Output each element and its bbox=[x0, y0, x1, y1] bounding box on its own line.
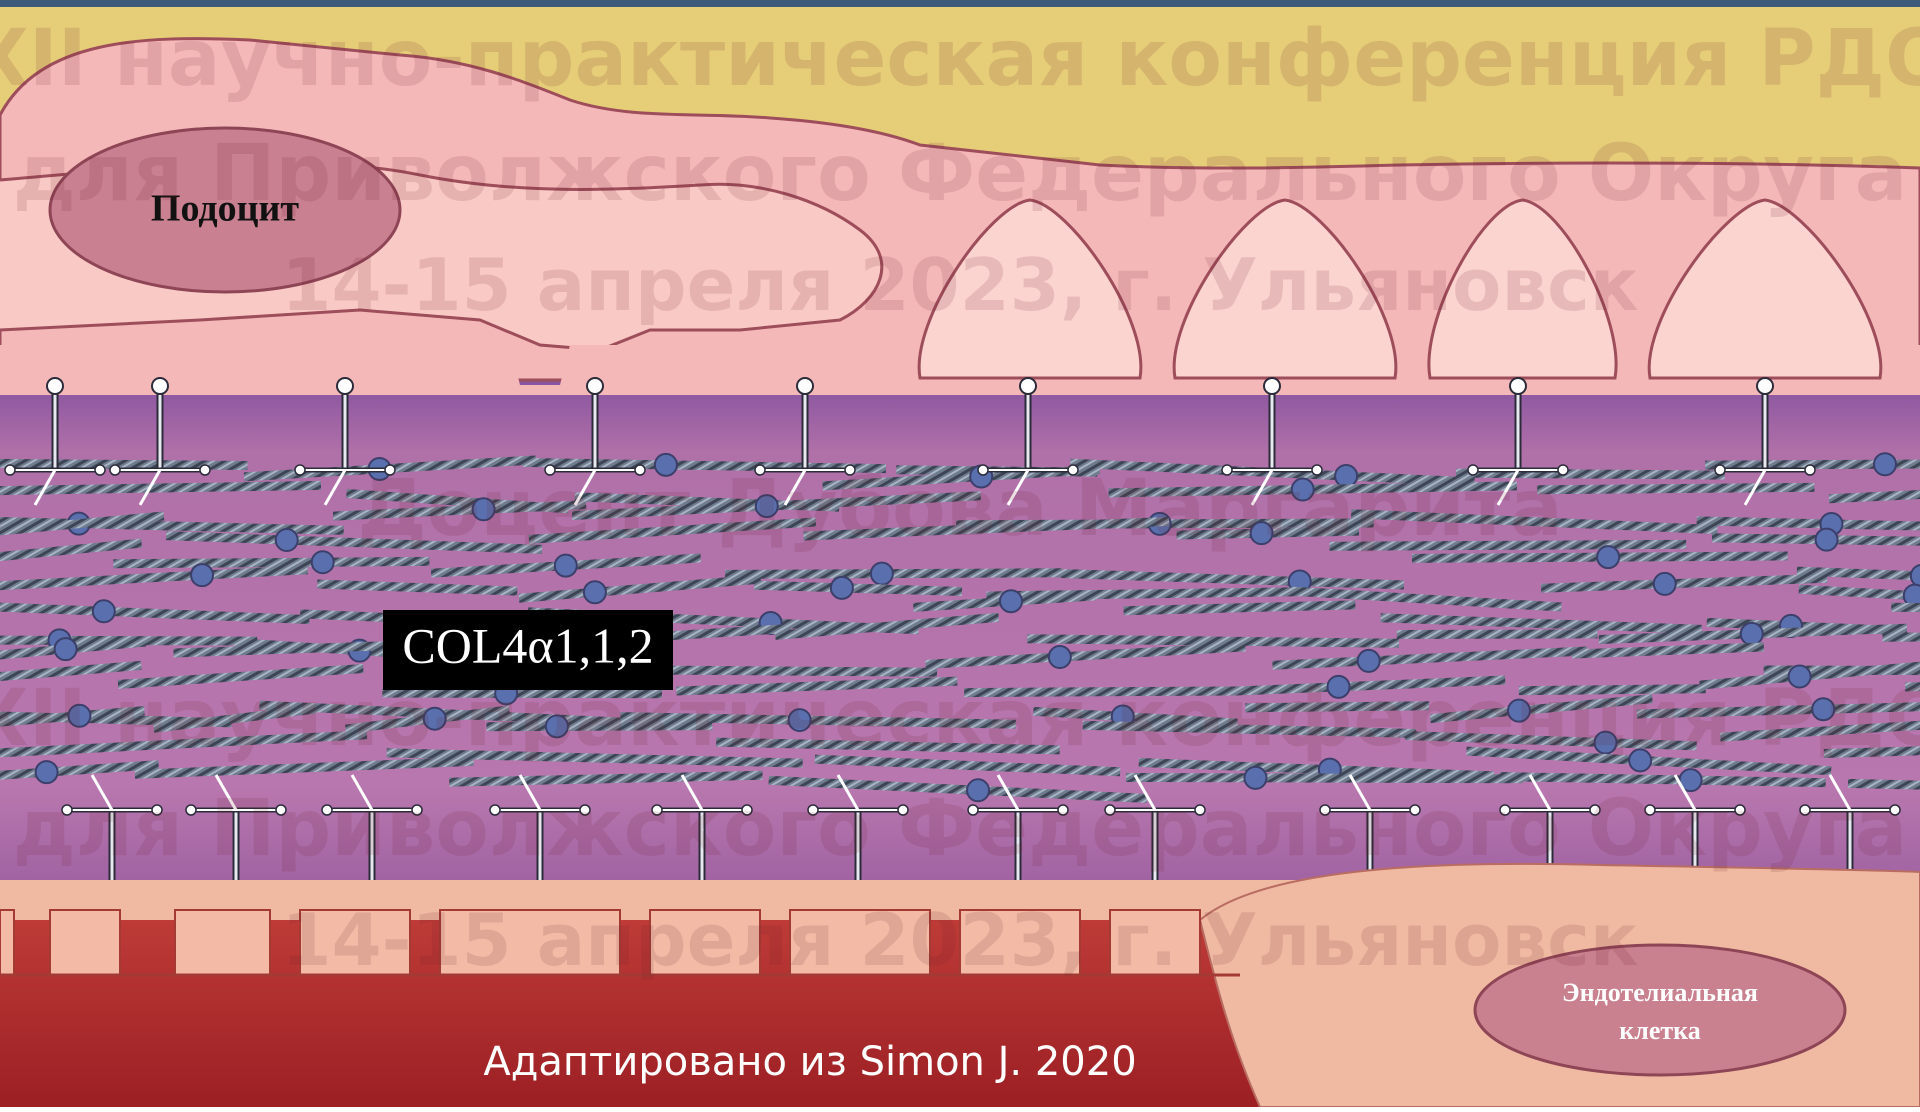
integrin-head bbox=[1510, 378, 1526, 394]
collagen-node bbox=[1654, 573, 1676, 595]
watermark-line7: 14-15 апреля 2023, г. Ульяновск bbox=[281, 898, 1638, 982]
collagen-node bbox=[1741, 623, 1763, 645]
collagen-node bbox=[191, 564, 213, 586]
collagen-fibre bbox=[1537, 487, 1814, 489]
integrin-head bbox=[587, 378, 603, 394]
collagen-node bbox=[1000, 590, 1022, 612]
collagen-node bbox=[831, 577, 853, 599]
integrin-bead bbox=[200, 465, 210, 475]
endothelial-label-line2: клетка bbox=[1619, 1016, 1700, 1045]
collagen-node bbox=[276, 529, 298, 551]
integrin-head bbox=[152, 378, 168, 394]
endothelial-segment bbox=[0, 910, 14, 975]
endothelial-segment bbox=[175, 910, 270, 975]
source-caption: Адаптировано из Simon J. 2020 bbox=[483, 1039, 1136, 1085]
collagen-fibre bbox=[1500, 776, 1826, 782]
collagen-node bbox=[1597, 546, 1619, 568]
endothelial-label-line1: Эндотелиальная bbox=[1562, 978, 1758, 1007]
integrin-head bbox=[337, 378, 353, 394]
collagen-fibre bbox=[113, 561, 429, 563]
integrin-bead bbox=[95, 465, 105, 475]
collagen-node bbox=[584, 581, 606, 603]
collagen-fibre bbox=[1124, 605, 1356, 611]
collagen-node bbox=[1874, 453, 1896, 475]
collagen-fibre bbox=[1397, 634, 1598, 635]
collagen-node bbox=[555, 555, 577, 577]
endothelial-segment bbox=[50, 910, 120, 975]
integrin-head bbox=[1264, 378, 1280, 394]
integrin-bead bbox=[5, 465, 15, 475]
collagen-node bbox=[93, 600, 115, 622]
collagen-node bbox=[312, 551, 334, 573]
collagen-node bbox=[1358, 650, 1380, 672]
watermark-line3: 14-15 апреля 2023, г. Ульяновск bbox=[281, 243, 1638, 327]
watermark-line2: для Приволжского Федерального Округа bbox=[13, 129, 1907, 219]
collagen-node bbox=[1049, 646, 1071, 668]
collagen-fibre bbox=[0, 485, 321, 491]
integrin-bead bbox=[295, 465, 305, 475]
watermark-line6: для Приволжского Федерального Округа bbox=[13, 784, 1907, 874]
top-border bbox=[0, 0, 1920, 7]
collagen-fibre bbox=[1027, 639, 1399, 644]
collagen-node bbox=[1816, 529, 1838, 551]
collagen-node bbox=[871, 563, 893, 585]
collagen-fibre bbox=[1882, 637, 1920, 638]
integrin-head bbox=[797, 378, 813, 394]
watermark-line1: XII научно-практическая конференция РДО bbox=[0, 14, 1920, 104]
collagen-fibre bbox=[1126, 777, 1523, 778]
watermark-line5: XII научно-практическая конференция РДО bbox=[0, 674, 1920, 764]
collagen-fibre bbox=[754, 585, 962, 591]
collagen-fibre bbox=[1891, 607, 1920, 610]
watermark-line4: Доцент Дубова Маргарита bbox=[357, 464, 1562, 554]
integrin-head bbox=[47, 378, 63, 394]
integrin-bead bbox=[1715, 465, 1725, 475]
integrin-bead bbox=[1805, 465, 1815, 475]
collagen-label: COL4α1,1,2 bbox=[402, 617, 653, 673]
integrin-head bbox=[1757, 378, 1773, 394]
integrin-bead bbox=[110, 465, 120, 475]
collagen-fibre bbox=[0, 463, 248, 465]
collagen-node bbox=[36, 761, 58, 783]
integrin-head bbox=[1020, 378, 1036, 394]
collagen-node bbox=[55, 638, 77, 660]
